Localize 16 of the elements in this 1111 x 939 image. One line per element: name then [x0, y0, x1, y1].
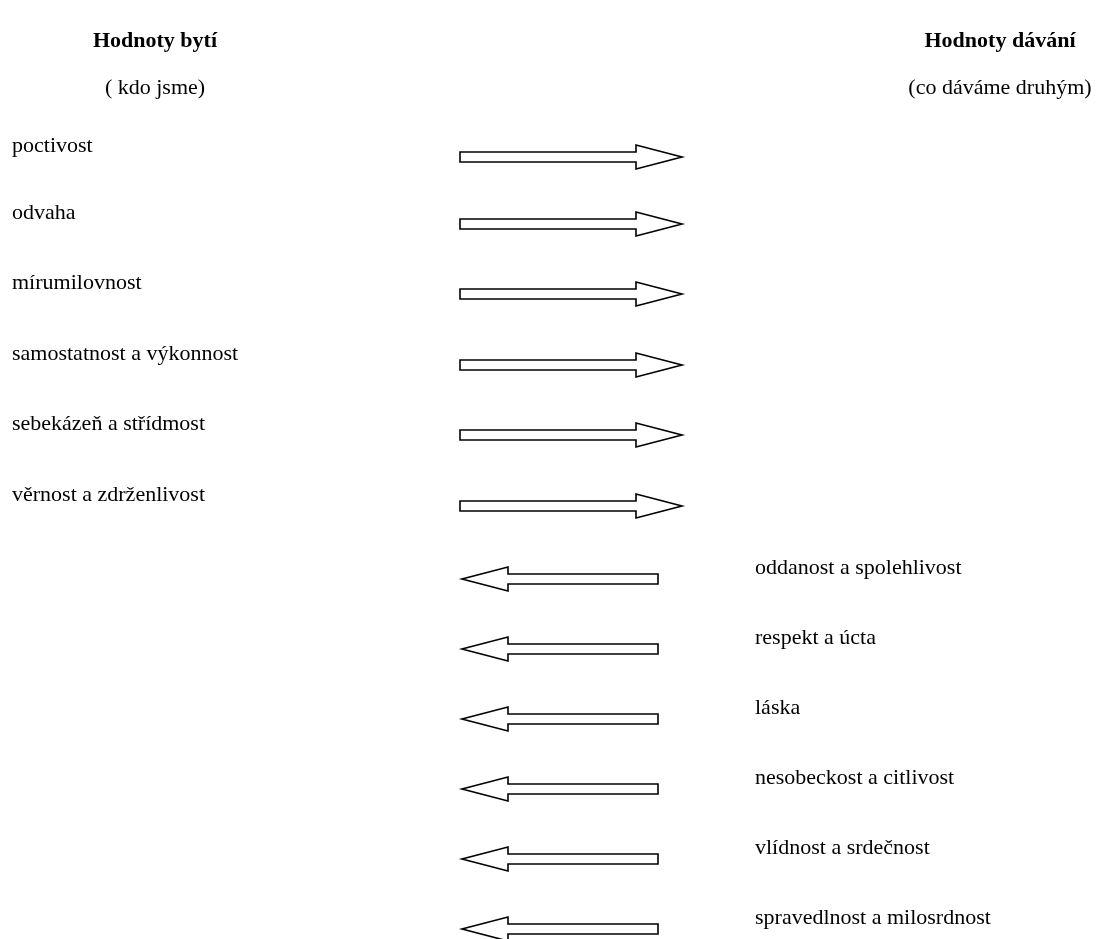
column-heading: Hodnoty bytí: [92, 27, 218, 53]
value-text: nesobeckost a citlivost: [755, 764, 955, 790]
value-text: láska: [755, 694, 801, 720]
value-text: odvaha: [12, 199, 76, 225]
value-text: spravedlnost a milosrdnost: [755, 904, 991, 930]
value-text: respekt a úcta: [755, 624, 876, 650]
column-subheading: ( kdo jsme): [104, 74, 206, 100]
value-text: oddanost a spolehlivost: [755, 554, 962, 580]
value-text: věrnost a zdrženlivost: [12, 481, 206, 507]
column-subheading: (co dáváme druhým): [908, 74, 1092, 100]
value-text: sebekázeň a střídmost: [12, 410, 206, 436]
value-text: samostatnost a výkonnost: [12, 340, 239, 366]
column-heading: Hodnoty dávání: [924, 27, 1076, 53]
value-text: poctivost: [12, 132, 93, 158]
value-text: mírumilovnost: [12, 269, 142, 295]
value-text: vlídnost a srdečnost: [755, 834, 930, 860]
